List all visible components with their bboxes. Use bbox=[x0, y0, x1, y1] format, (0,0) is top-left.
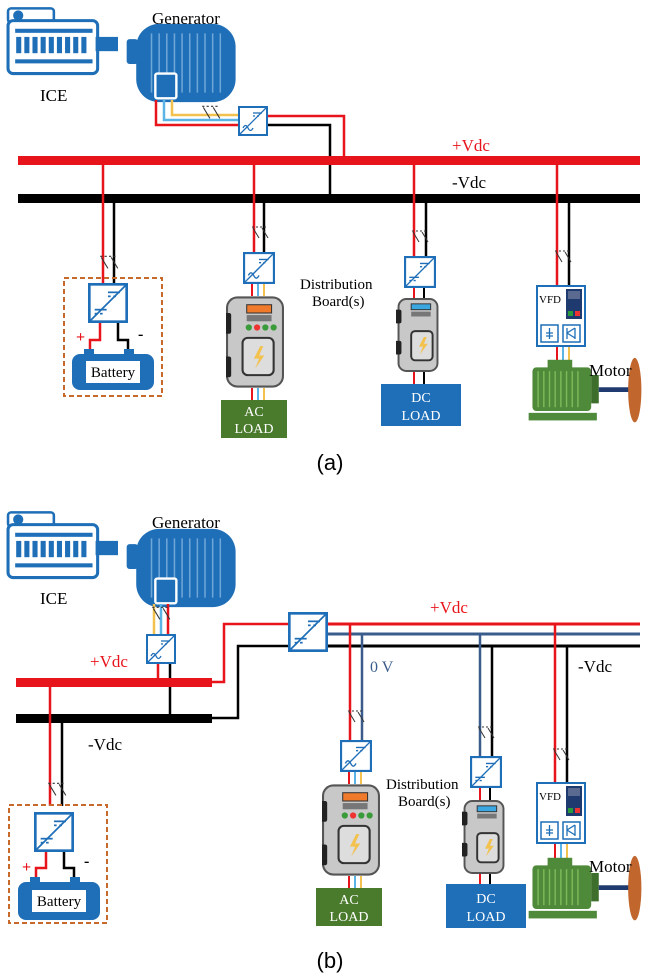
diagram-a: ICE Generator +Vdc -Vdc + - bbox=[6, 6, 643, 475]
zero-bus-label-b: 0 V bbox=[370, 659, 394, 676]
dc-distribution-board-icon-b bbox=[462, 800, 505, 874]
positive-bus-left-b bbox=[16, 678, 212, 687]
negative-bus-left-b bbox=[16, 714, 212, 723]
negative-bus-label-left-b: -Vdc bbox=[88, 735, 122, 754]
ac-load-branch-a: AC LOAD bbox=[221, 165, 287, 438]
ice-icon-b bbox=[6, 510, 118, 580]
dc-load-box-b bbox=[446, 884, 526, 928]
ac-distribution-board-icon bbox=[226, 296, 284, 388]
ac-distribution-board-icon-b bbox=[322, 784, 380, 876]
ac-load-box-b bbox=[316, 888, 382, 926]
dc-converter-icon-b bbox=[470, 756, 502, 788]
battery-minus-b: - bbox=[84, 853, 89, 870]
positive-bus-label-right-b: +Vdc bbox=[430, 598, 468, 617]
vfd-label-b: VFD bbox=[539, 791, 561, 803]
distribution-label-2-b: Board(s) bbox=[398, 794, 451, 810]
generator-breaker-icon bbox=[201, 105, 221, 120]
generator-icon bbox=[125, 22, 237, 104]
battery-plus-a: + bbox=[76, 329, 85, 346]
generator-phase-wires bbox=[154, 100, 240, 127]
motor-branch-a: VFD Motor bbox=[527, 165, 643, 424]
positive-bus-a bbox=[18, 156, 640, 165]
distribution-label-1-b: Distribution bbox=[386, 777, 459, 793]
dc-load-label-2-b: LOAD bbox=[467, 910, 506, 925]
dc-load-box bbox=[381, 384, 461, 426]
battery-label-b: Battery bbox=[37, 894, 82, 910]
vfd-label-a: VFD bbox=[539, 294, 561, 306]
dc-load-label-2-a: LOAD bbox=[402, 409, 441, 424]
ac-load-label-1-b: AC bbox=[339, 893, 358, 908]
distribution-label-2-a: Board(s) bbox=[312, 294, 365, 310]
negative-bus-label-right-b: -Vdc bbox=[578, 657, 612, 676]
generator-rectifier-icon-b bbox=[146, 634, 176, 664]
dc-distribution-board-icon bbox=[396, 298, 439, 372]
ice-label: ICE bbox=[40, 86, 67, 105]
panel-label-b: (b) bbox=[317, 948, 344, 973]
positive-bus-label-left-b: +Vdc bbox=[90, 652, 128, 671]
generator-rectifier-icon bbox=[238, 106, 268, 136]
panel-label-a: (a) bbox=[317, 450, 344, 475]
generator-label: Generator bbox=[152, 9, 220, 28]
generator-icon-b bbox=[125, 527, 237, 609]
negative-bus-a bbox=[18, 194, 640, 203]
dc-load-branch-a: DC LOAD bbox=[381, 165, 461, 426]
dc-load-label-1-a: DC bbox=[411, 391, 430, 406]
ice-icon bbox=[6, 6, 118, 76]
ac-load-branch-b: AC LOAD bbox=[316, 624, 382, 926]
distribution-label-1-a: Distribution bbox=[300, 277, 373, 293]
dc-load-label-1-b: DC bbox=[476, 892, 495, 907]
motor-label-b: Motor bbox=[589, 857, 632, 876]
diagram-b: ICE Generator +Vdc -Vdc +Vdc 0 V -Vdc bbox=[6, 510, 643, 973]
dc-load-branch-b: DC LOAD bbox=[446, 634, 526, 928]
battery-branch-a: + - Battery bbox=[63, 165, 163, 398]
motor-branch-b: VFD Motor bbox=[527, 624, 643, 922]
ac-load-label-2-b: LOAD bbox=[330, 910, 369, 925]
ice-label-b: ICE bbox=[40, 589, 67, 608]
motor-label-a: Motor bbox=[589, 361, 632, 380]
bus-converter-icon-b bbox=[288, 612, 328, 652]
ac-inverter-icon bbox=[243, 252, 275, 284]
battery-branch-b: + - Battery bbox=[8, 687, 108, 925]
positive-bus-label-a: +Vdc bbox=[452, 136, 490, 155]
ac-load-box bbox=[221, 400, 287, 438]
negative-bus-label-a: -Vdc bbox=[452, 173, 486, 192]
battery-label-a: Battery bbox=[91, 365, 136, 381]
generator-label-b: Generator bbox=[152, 513, 220, 532]
battery-minus-a: - bbox=[138, 326, 143, 343]
ac-load-label-1-a: AC bbox=[244, 405, 263, 420]
ac-inverter-icon-b bbox=[340, 740, 372, 772]
ac-load-label-2-a: LOAD bbox=[235, 422, 274, 437]
dc-converter-icon bbox=[404, 256, 436, 288]
battery-converter-icon bbox=[88, 283, 128, 323]
battery-converter-icon-b bbox=[34, 812, 74, 852]
battery-plus-b: + bbox=[22, 859, 31, 876]
